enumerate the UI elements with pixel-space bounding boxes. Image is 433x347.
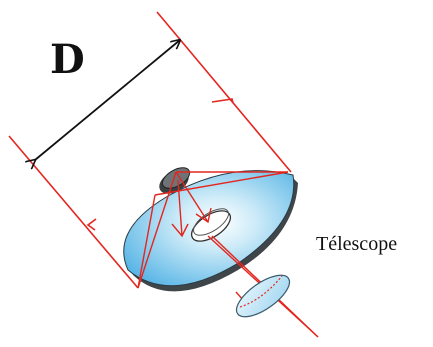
light-ray-arrow (195, 207, 212, 224)
reflected-ray (137, 194, 156, 289)
light-ray-arrow (171, 223, 189, 238)
secondary-mirror (159, 167, 191, 194)
light-ray-arrow (86, 218, 97, 231)
eyepiece-lens (235, 274, 291, 318)
primary-mirror (123, 170, 298, 292)
incoming-ray-left (8, 135, 139, 289)
aperture-label: D (50, 36, 85, 83)
reflected-rays (137, 171, 289, 289)
incoming-ray-right (156, 11, 292, 173)
light-ray-arrow (211, 98, 234, 104)
light-ray-arrows (86, 98, 234, 231)
reflected-ray (137, 171, 177, 289)
dimension-arrow (35, 40, 180, 160)
reflected-ray (154, 171, 289, 196)
reflected-ray (177, 179, 183, 237)
telescope-label: Télescope (316, 233, 397, 255)
reflected-ray (175, 171, 209, 223)
